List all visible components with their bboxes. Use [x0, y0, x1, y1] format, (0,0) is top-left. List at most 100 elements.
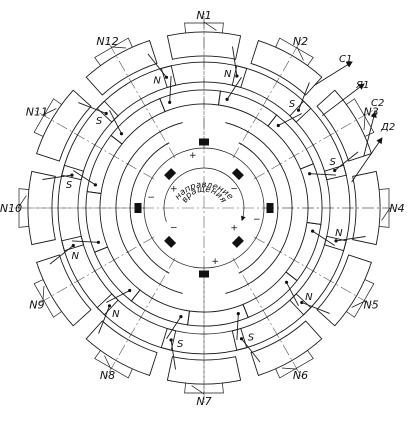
- pole-shoe: [110, 98, 166, 145]
- coil-jumper: [335, 236, 366, 242]
- pole-shoe: [285, 221, 322, 282]
- connection-dot: [308, 172, 312, 176]
- connection-dot: [96, 240, 100, 244]
- brush: [164, 168, 177, 181]
- pole-coil-band: [323, 164, 351, 252]
- pole-polarity: N: [335, 228, 343, 239]
- terminal-c2-lead: [363, 111, 377, 157]
- pole-axis: [34, 236, 154, 307]
- coil-jumper: [73, 170, 96, 186]
- coil-jumper: [105, 290, 130, 303]
- connection-dot: [70, 173, 74, 177]
- pole-shoe: [85, 191, 109, 253]
- pole-shoe: [94, 246, 141, 302]
- coil-jumper: [298, 82, 310, 111]
- pole-shoe: [130, 289, 191, 326]
- field-coil-band: [316, 254, 372, 327]
- connection-dot: [168, 100, 172, 104]
- pole-label: N9: [29, 299, 44, 312]
- brush: [199, 270, 209, 278]
- coil-jumper: [286, 282, 299, 307]
- pole-polarity: N: [224, 69, 232, 80]
- brush-sign: −: [170, 224, 178, 234]
- pole-polarity: N: [153, 75, 161, 86]
- connection-dot: [296, 108, 301, 112]
- label-group: C1Я1C2Д2+−+−+−+−направлениевращенияNNSSN…: [0, 9, 405, 408]
- pole-polarity: S: [96, 116, 103, 127]
- rotor-ring: [115, 122, 183, 294]
- connection-dot: [276, 123, 280, 128]
- pole-label: N12: [96, 35, 118, 48]
- pole-polarity: N: [112, 309, 120, 320]
- connection-dot: [179, 315, 183, 319]
- terminal-ya1-lead: [321, 83, 365, 117]
- coil-jumper: [241, 338, 261, 363]
- pole-shoe: [267, 114, 314, 170]
- pole-polarity: S: [66, 180, 73, 191]
- field-coil-band: [36, 254, 92, 327]
- pole-shoe: [159, 89, 221, 113]
- pole-polarity: S: [330, 157, 337, 168]
- connection-dot: [107, 304, 112, 308]
- brush: [266, 203, 274, 213]
- brush: [134, 203, 142, 213]
- brush-sign: +: [170, 184, 178, 194]
- coil-end-loop: [346, 279, 375, 318]
- coil-jumper: [42, 174, 73, 180]
- brush-group: [134, 138, 274, 278]
- coil-end-loop: [275, 37, 314, 66]
- field-coil-band: [27, 170, 56, 246]
- coil-end-loop: [378, 188, 390, 228]
- coil-end-loop: [184, 22, 224, 34]
- connection-dot: [300, 300, 304, 305]
- pole-label-leader: [110, 46, 127, 49]
- coil-end-loop: [33, 98, 62, 137]
- coil-jumper: [166, 316, 182, 339]
- connection-dot: [164, 75, 169, 79]
- coil-end-loop: [18, 188, 30, 228]
- coil-jumper: [147, 53, 167, 78]
- coil-jumper: [278, 113, 303, 126]
- brush-sign: +: [189, 151, 197, 161]
- field-coil-band: [85, 40, 158, 96]
- brush: [199, 138, 209, 146]
- coil-jumper: [71, 240, 99, 243]
- pole-label: N4: [389, 202, 404, 215]
- pole-axis: [34, 109, 154, 180]
- terminal-label: Я1: [355, 80, 369, 91]
- pole-shoe: [299, 163, 323, 225]
- pole-axis: [254, 236, 374, 307]
- pole-coil-band: [160, 327, 248, 355]
- coil-jumper: [78, 102, 107, 114]
- coil-jumper: [334, 151, 359, 171]
- coil-end-loop: [275, 350, 314, 379]
- pole-label-leader: [281, 367, 298, 370]
- pole-polarity: N: [305, 292, 313, 303]
- coil-jumper: [109, 109, 122, 134]
- field-coil-band: [166, 31, 242, 60]
- field-coil-band: [85, 320, 158, 376]
- connection-dot: [169, 338, 173, 342]
- brush-sign: +: [230, 224, 238, 234]
- rotor-ring: [129, 142, 170, 274]
- brush-sign: −: [253, 215, 261, 225]
- connection-dot: [119, 132, 124, 136]
- pole-coil-band: [57, 164, 85, 252]
- pole-polarity: S: [248, 333, 255, 344]
- field-coil-band: [250, 40, 323, 96]
- pole-coil-band: [231, 65, 312, 123]
- pole-axis: [105, 258, 176, 378]
- connection-dot: [333, 168, 337, 173]
- pole-coil-band: [289, 235, 347, 316]
- pole-coil-band: [96, 293, 177, 351]
- pole-coil-band: [96, 65, 177, 123]
- field-coil-band: [250, 320, 323, 376]
- pole-coil-band: [61, 100, 119, 181]
- pole-shoe: [86, 134, 123, 195]
- coil-end-loop: [94, 37, 133, 66]
- brush: [164, 235, 177, 248]
- pole-label-leader: [104, 355, 112, 370]
- pole-label-leader: [42, 108, 57, 116]
- brush-sign: −: [230, 184, 238, 194]
- brush: [231, 235, 244, 248]
